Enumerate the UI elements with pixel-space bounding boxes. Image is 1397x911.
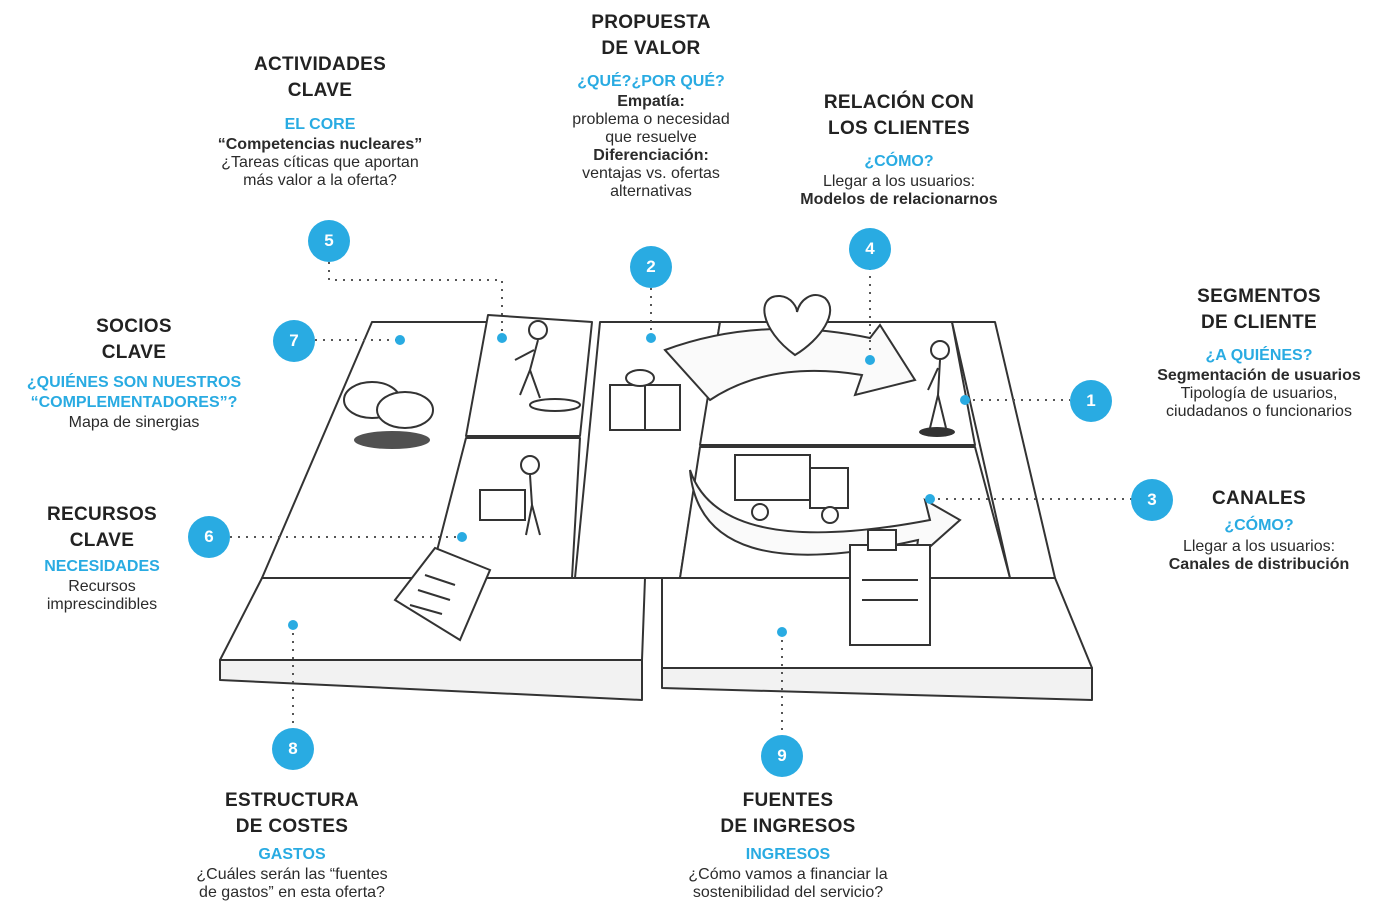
- costes-sub: GASTOS: [258, 845, 326, 863]
- actividades-sub: EL CORE: [284, 115, 356, 133]
- propuesta-block: PROPUESTA DE VALOR ¿QUÉ?¿POR QUÉ? Empatí…: [520, 12, 782, 201]
- connector-dot: [777, 627, 787, 637]
- recursos-title-2: CLAVE: [69, 530, 135, 552]
- socios-line: Mapa de sinergias: [68, 414, 200, 432]
- actividades-block: ACTIVIDADES CLAVE EL CORE “Competencias …: [180, 54, 460, 190]
- connector-dot: [960, 395, 970, 405]
- segmentos-line: Tipología de usuarios,: [1180, 385, 1338, 403]
- segmentos-line: ciudadanos o funcionarios: [1166, 403, 1352, 421]
- costes-line: ¿Cuáles serán las “fuentes: [196, 866, 388, 884]
- segmentos-title: SEGMENTOS: [1197, 286, 1321, 307]
- segmentos-block: SEGMENTOS DE CLIENTE ¿A QUIÉNES? Segment…: [1128, 286, 1390, 421]
- ingresos-title-2: DE INGRESOS: [720, 816, 856, 838]
- connector-dot: [395, 335, 405, 345]
- recursos-title: RECURSOS: [46, 504, 158, 525]
- badge-propuesta: 2: [630, 246, 672, 288]
- badge-relacion: 4: [849, 228, 891, 270]
- propuesta-title-2: DE VALOR: [601, 38, 701, 60]
- costes-title-2: DE COSTES: [235, 816, 349, 838]
- relacion-block: RELACIÓN CON LOS CLIENTES ¿CÓMO? Llegar …: [770, 92, 1028, 209]
- canales-block: CANALES ¿CÓMO? Llegar a los usuarios: Ca…: [1128, 488, 1390, 574]
- canales-line: Canales de distribución: [1168, 555, 1350, 573]
- badge-recursos: 6: [188, 516, 230, 558]
- document-icon: [393, 546, 492, 642]
- canales-sub: ¿CÓMO?: [1224, 517, 1294, 535]
- canales-panel: [679, 446, 1011, 579]
- canales-line: Llegar a los usuarios:: [1182, 537, 1336, 555]
- segmentos-title-2: DE CLIENTE: [1201, 312, 1317, 334]
- heart-icon: [763, 294, 832, 357]
- propuesta-line: alternativas: [610, 183, 692, 201]
- socios-sub: ¿QUIÉNES SON NUESTROS: [26, 373, 242, 391]
- propuesta-line: que resuelve: [605, 129, 697, 147]
- ingresos-title: FUENTES: [742, 790, 834, 811]
- actividades-line: ¿Tareas cíticas que aportan: [221, 154, 419, 172]
- propuesta-sub: ¿QUÉ?¿POR QUÉ?: [577, 72, 725, 90]
- connector-dot: [646, 333, 656, 343]
- badge-segmentos: 1: [1070, 380, 1112, 422]
- propuesta-title: PROPUESTA: [591, 12, 711, 33]
- connector-lines: [230, 262, 1133, 735]
- worker-box-icon: [520, 455, 540, 475]
- badge-canales: 3: [1131, 479, 1173, 521]
- propuesta-line: Empatía:: [617, 93, 685, 111]
- relacion-title-2: LOS CLIENTES: [828, 118, 970, 140]
- connector-dot: [865, 355, 875, 365]
- actividades-line: más valor a la oferta?: [243, 172, 397, 190]
- costes-title: ESTRUCTURA: [225, 790, 359, 811]
- propuesta-line: Diferenciación:: [593, 147, 709, 165]
- costes-slab-edge: [219, 659, 643, 701]
- badge-actividades: 5: [308, 220, 350, 262]
- costes-block: ESTRUCTURA DE COSTES GASTOS ¿Cuáles será…: [152, 790, 432, 902]
- recursos-line: Recursos: [68, 578, 136, 596]
- badge-socios: 7: [273, 320, 315, 362]
- segmentos-sub: ¿A QUIÉNES?: [1205, 346, 1313, 364]
- ingresos-block: FUENTES DE INGRESOS INGRESOS ¿Cómo vamos…: [642, 790, 934, 902]
- relacion-title: RELACIÓN CON: [823, 92, 975, 113]
- person-icon: [930, 340, 950, 360]
- socios-title-2: CLAVE: [101, 342, 167, 364]
- socios-title: SOCIOS: [96, 316, 172, 337]
- connector-dot: [497, 333, 507, 343]
- propuesta-line: ventajas vs. ofertas: [582, 165, 720, 183]
- ingresos-line: sostenibilidad del servicio?: [692, 884, 884, 902]
- ingresos-slab-edge: [661, 667, 1093, 701]
- propuesta-line: problema o necesidad: [572, 111, 730, 129]
- actividades-title: ACTIVIDADES: [253, 54, 387, 75]
- segmentos-panel: [951, 321, 1056, 579]
- connector-dot: [288, 620, 298, 630]
- connector-dot: [925, 494, 935, 504]
- truck-icon: [734, 454, 811, 501]
- ingresos-sub: INGRESOS: [745, 845, 831, 863]
- relacion-sub: ¿CÓMO?: [864, 152, 934, 170]
- loop-arrow-top: [663, 323, 917, 402]
- socios-block: SOCIOS CLAVE ¿QUIÉNES SON NUESTROS “COMP…: [0, 316, 268, 432]
- recursos-block: RECURSOS CLAVE NECESIDADES Recursos impr…: [14, 504, 190, 614]
- badge-ingresos: 9: [761, 735, 803, 777]
- badge-costes: 8: [272, 728, 314, 770]
- socios-sub-2: “COMPLEMENTADORES”?: [30, 394, 238, 412]
- relacion-line: Llegar a los usuarios:: [822, 173, 976, 191]
- actividades-line: “Competencias nucleares”: [217, 136, 423, 154]
- canales-title: CANALES: [1212, 488, 1306, 509]
- actividades-title-2: CLAVE: [287, 80, 353, 102]
- ingresos-line: ¿Cómo vamos a financiar la: [688, 866, 888, 884]
- recursos-line: imprescindibles: [46, 596, 158, 614]
- relacion-line: Modelos de relacionarnos: [800, 191, 998, 209]
- worker-digging-icon: [528, 320, 548, 340]
- connector-dot: [457, 532, 467, 542]
- cash-register-icon: [849, 544, 931, 646]
- segmentos-line: Segmentación de usuarios: [1157, 367, 1361, 385]
- recursos-sub: NECESIDADES: [44, 557, 160, 575]
- costes-line: de gastos” en esta oferta?: [199, 884, 385, 902]
